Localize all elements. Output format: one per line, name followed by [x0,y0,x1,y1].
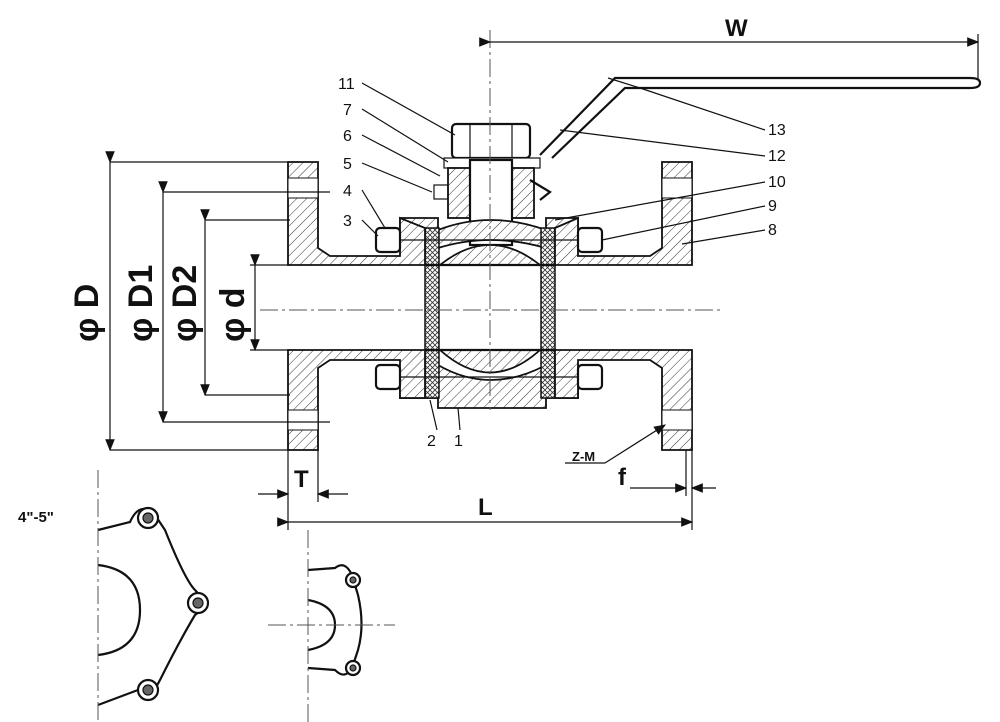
handle [539,76,982,159]
part-leaders [361,82,766,431]
dim-phiD: φ D [68,284,106,342]
part-5: 5 [343,156,352,173]
part-9: 9 [768,198,777,215]
part-11: 11 [338,76,355,93]
dim-ZM: Z-M [572,449,595,464]
dimension-labels: W T L f Z-M φ D φ D1 φ D2 φ d [68,15,748,521]
part-8: 8 [768,222,777,239]
part-1: 1 [454,433,463,450]
part-7: 7 [343,102,352,119]
centerlines [260,30,720,410]
right-end-cap [554,161,693,451]
detail-size-label: 4"-5" [18,509,54,526]
dim-L: L [478,494,493,521]
dim-W: W [725,15,748,42]
valve-body [399,217,579,409]
dim-phiD2: φ D2 [166,265,204,342]
part-numbers: 11 7 6 5 4 3 13 12 10 9 8 2 1 [338,76,786,450]
dim-phid: φ d [214,287,252,342]
part-2: 2 [427,433,436,450]
flange-detail-large: 4"-5" [18,470,210,722]
flange-detail-small [268,530,395,722]
part-12: 12 [768,148,786,165]
part-6: 6 [343,128,352,145]
left-end-cap [287,161,426,451]
dim-phiD1: φ D1 [122,265,160,342]
body-bolts [374,226,604,391]
part-4: 4 [343,183,352,200]
dim-f: f [618,464,627,491]
part-10: 10 [768,174,786,191]
dim-T: T [294,466,309,493]
dimension-lines [105,34,980,530]
part-13: 13 [768,122,786,139]
part-3: 3 [343,213,352,230]
